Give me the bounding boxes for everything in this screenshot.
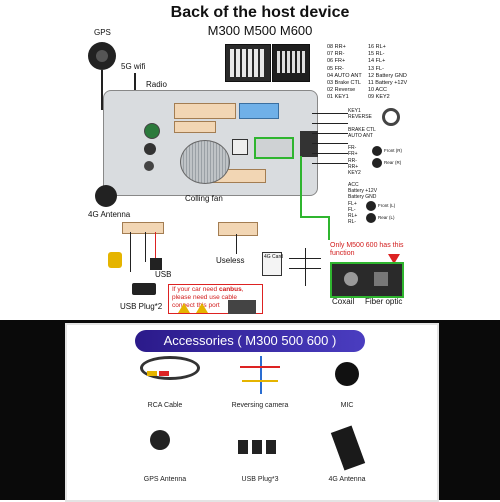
page-title: Back of the host device: [170, 4, 350, 21]
accessory-label-mic: MIC: [340, 402, 354, 409]
steering-wheel-icon: [382, 108, 400, 126]
gps-port: [144, 123, 160, 139]
wire-harness-fan: [312, 105, 348, 177]
rca-cable-icon: [140, 356, 200, 380]
accessories-title: Accessories ( M300 500 600 ): [135, 330, 365, 352]
coaxial-label: Coxail: [332, 297, 355, 306]
gps-label: GPS: [94, 28, 111, 37]
4g-antenna-label: 4G Antenna: [88, 210, 131, 219]
radio-label: Radio: [146, 80, 167, 89]
gps-antenna-accessory-icon: [150, 430, 170, 450]
usb-plug-2-label: USB Plug*2: [120, 302, 163, 311]
rca-connector: [122, 222, 164, 234]
page-subtitle: M300 M500 M600: [207, 23, 313, 38]
rca-plug-icon: [108, 252, 122, 268]
square-port: [232, 139, 248, 155]
side-plug: [300, 131, 318, 157]
accessories-panel: [65, 323, 439, 502]
gps-antenna-icon: [88, 42, 116, 70]
blue-connector: [239, 103, 279, 119]
fan-label: Colling fan: [185, 194, 223, 203]
accessory-label-camera: Reversing camera: [231, 402, 289, 409]
canbus-note: If your car need canbus, please need use…: [168, 284, 263, 314]
usb-plug-2-icon: [132, 283, 156, 295]
speaker-icon-front-r: [372, 146, 382, 156]
reversing-camera-icon: [230, 356, 290, 396]
accessory-label-usb3: USB Plug*3: [241, 476, 279, 483]
speaker-icon-front-l: [366, 201, 376, 211]
mic-icon: [335, 362, 359, 386]
main-connector-top: [174, 103, 236, 119]
warning-icon: [178, 303, 190, 313]
speaker-icon-rear-l: [366, 213, 376, 223]
usb-plug-3-icon: [238, 432, 278, 458]
gps-cable: [101, 70, 103, 110]
warning-icon-2: [196, 303, 208, 313]
fiber-optic-label: Fiber optic: [365, 297, 403, 306]
speaker-icon-rear-r: [372, 158, 382, 168]
wifi-label: 5G wifi: [121, 62, 146, 71]
accessory-label-rca: RCA Cable: [147, 402, 183, 409]
wifi-port: [144, 143, 156, 155]
canbus-port-icon: [228, 300, 256, 314]
4g-card-icon: [262, 252, 282, 276]
wifi-antenna-icon: [134, 73, 136, 103]
4g-antenna-icon: [95, 185, 117, 207]
usb-plug-icon: [150, 258, 162, 270]
green-guide-line: [300, 156, 302, 218]
useless-label: Useless: [216, 256, 245, 265]
canbus-cable-icon: [285, 248, 325, 288]
optical-port-panel: [330, 262, 404, 298]
accessory-label-gps: GPS Antenna: [143, 476, 187, 483]
coaxial-port-group: [254, 137, 294, 159]
accessory-label-4g: 4G Antenna: [328, 476, 366, 483]
connector-photo: [225, 44, 271, 82]
radio-port: [144, 161, 154, 171]
wiring-diagram: Back of the host device M300 M500 M600 0…: [88, 4, 408, 314]
cooling-fan: [180, 140, 230, 184]
arrow-down-icon: [388, 254, 400, 264]
useless-connector: [218, 222, 258, 236]
usb-label: USB: [155, 270, 172, 279]
connector-photo-2: [272, 44, 310, 82]
aux-connector: [174, 121, 216, 133]
